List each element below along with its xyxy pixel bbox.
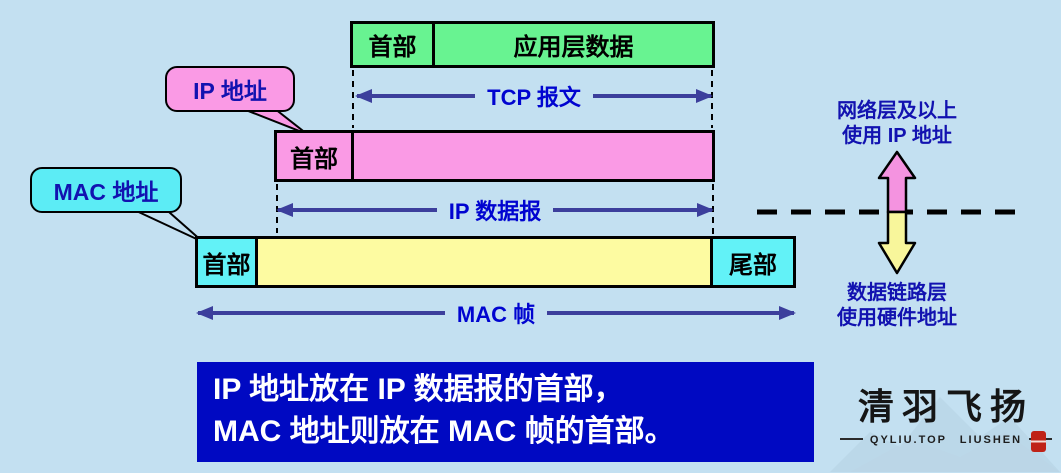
upper-layer-note: 网络层及以上 使用 IP 地址 — [797, 99, 997, 149]
dash-rule-left — [840, 438, 863, 440]
ip-layer-up-arrow-icon — [877, 150, 917, 214]
hw-layer-down-arrow-icon — [877, 210, 917, 275]
lower-layer-note: 数据链路层 使用硬件地址 — [797, 281, 997, 331]
mac-callout-tail-line1 — [129, 207, 204, 243]
tcp-payload-cell: 应用层数据 — [435, 24, 712, 65]
tcp-segment-box: 首部 应用层数据 — [350, 21, 715, 68]
arrowhead-left-icon — [196, 306, 213, 320]
mac-payload-cell — [258, 239, 713, 285]
ip-header-label: 首部 — [290, 145, 338, 173]
ip-datagram-box: 首部 — [274, 130, 715, 182]
mac-measure-arrow: MAC 帧 — [196, 297, 796, 329]
watermark-title: 清羽飞扬 — [857, 386, 1034, 428]
arrowhead-right-icon — [697, 203, 714, 217]
mac-trailer-cell: 尾部 — [713, 239, 793, 285]
ip-payload-cell — [354, 133, 712, 179]
ip-measure-label: IP 数据报 — [436, 194, 554, 226]
lower-layer-note-line1: 数据链路层 — [847, 282, 947, 304]
arrowhead-left-icon — [276, 203, 293, 217]
mac-address-callout-label: MAC 地址 — [53, 179, 159, 205]
arrowhead-left-icon — [355, 89, 372, 103]
caption-line1: IP 地址放在 IP 数据报的首部， — [213, 373, 624, 406]
caption-box: IP 地址放在 IP 数据报的首部， MAC 地址则放在 MAC 帧的首部。 — [197, 362, 814, 462]
mountain-icon — [830, 397, 1060, 472]
tcp-payload-label: 应用层数据 — [513, 34, 634, 61]
watermark-subtitle-row: QYLIU.TOP LIUSHEN — [840, 431, 1052, 447]
arrowhead-right-icon — [779, 306, 796, 320]
ip-address-callout: IP 地址 — [165, 66, 295, 112]
tcp-measure-arrow: TCP 报文 — [355, 80, 713, 112]
tcp-header-label: 首部 — [368, 34, 417, 61]
watermark-subtitle: QYLIU.TOP LIUSHEN — [869, 434, 1023, 446]
seal-stamp-icon — [1031, 431, 1046, 452]
mac-frame-box: 首部 尾部 — [195, 236, 796, 288]
watermark: 清羽飞扬 QYLIU.TOP LIUSHEN — [830, 385, 1060, 472]
tcp-measure-label: TCP 报文 — [475, 80, 593, 112]
arrowhead-right-icon — [696, 89, 713, 103]
upper-layer-note-line2: 使用 IP 地址 — [842, 125, 952, 147]
ip-measure-arrow: IP 数据报 — [276, 194, 714, 226]
tcp-header-cell: 首部 — [353, 24, 435, 65]
ip-address-callout-label: IP 地址 — [193, 78, 267, 104]
mac-header-cell: 首部 — [198, 239, 258, 285]
lower-layer-note-line2: 使用硬件地址 — [837, 307, 957, 329]
mac-header-label: 首部 — [202, 251, 251, 279]
mac-measure-label: MAC 帧 — [444, 297, 548, 329]
ip-header-cell: 首部 — [277, 133, 354, 179]
mac-trailer-label: 尾部 — [729, 251, 777, 279]
mac-address-callout: MAC 地址 — [30, 167, 182, 213]
upper-layer-note-line1: 网络层及以上 — [837, 100, 957, 122]
caption-line2: MAC 地址则放在 MAC 帧的首部。 — [213, 415, 675, 448]
